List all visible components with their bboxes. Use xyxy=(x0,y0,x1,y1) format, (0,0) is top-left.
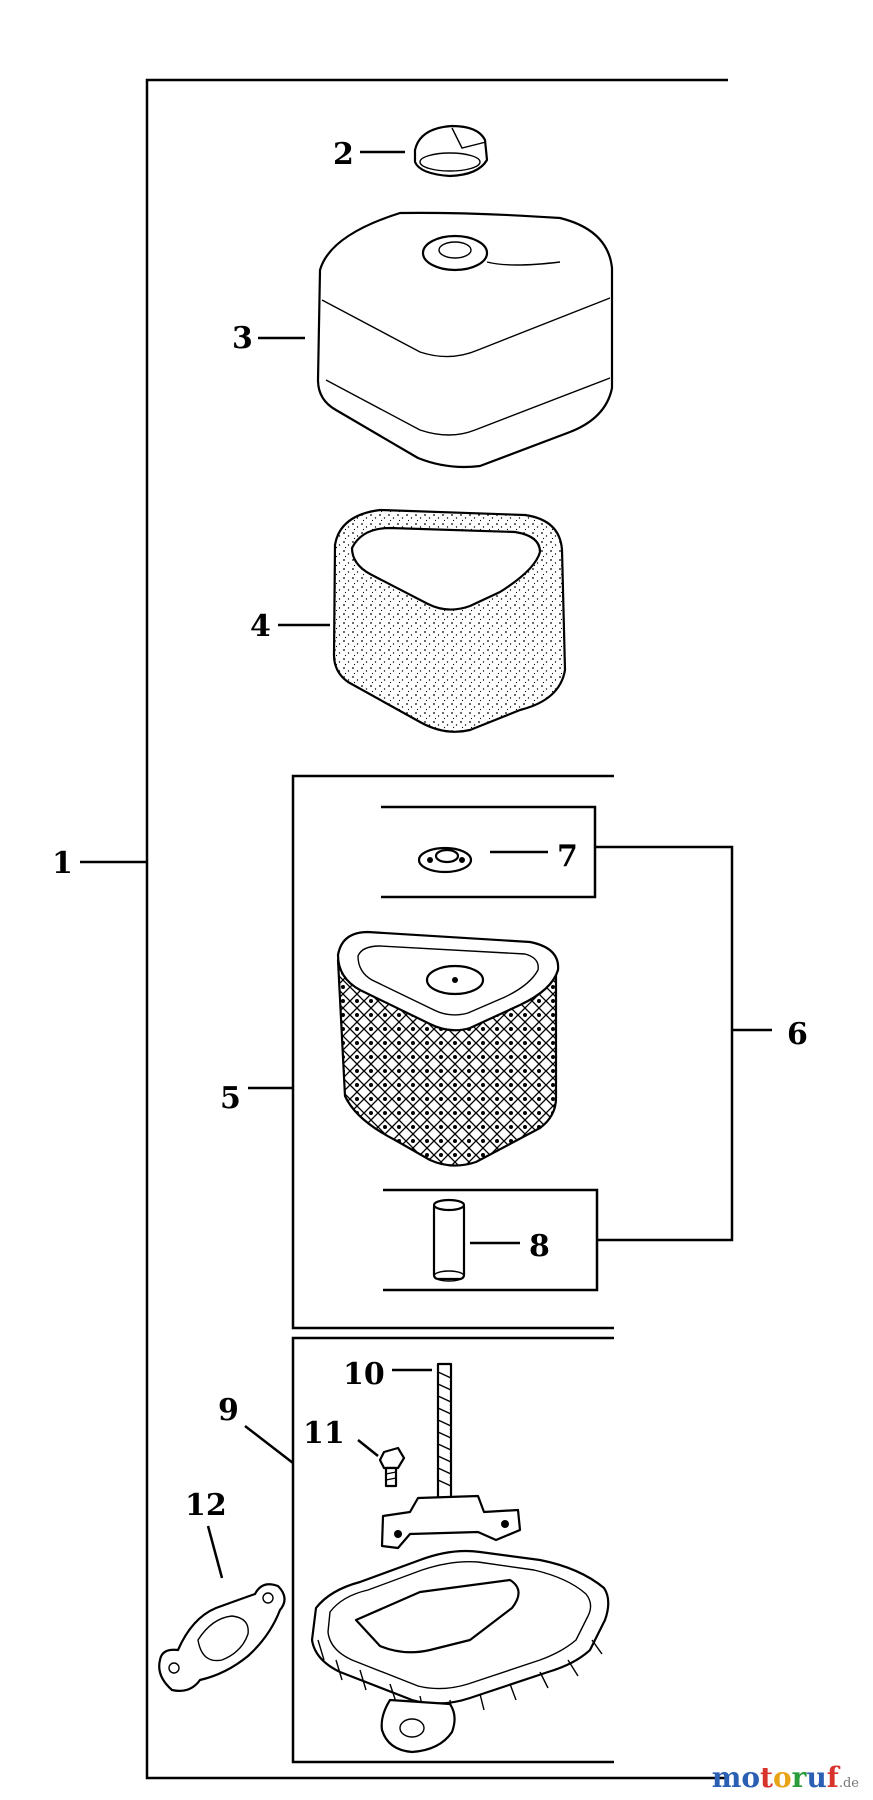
stud-icon xyxy=(380,1362,522,1550)
callout-7: 7 xyxy=(557,839,578,874)
bracket-5 xyxy=(248,774,614,1330)
bracket-9 xyxy=(244,1336,614,1764)
callout-5: 5 xyxy=(220,1081,241,1116)
callout-3: 3 xyxy=(232,321,253,356)
watermark-letter: m xyxy=(711,1761,742,1794)
callout-10: 10 xyxy=(343,1357,385,1392)
callout-9: 9 xyxy=(218,1393,239,1428)
watermark-letter: o xyxy=(772,1761,792,1794)
callout-4: 4 xyxy=(250,609,271,644)
callout-2: 2 xyxy=(333,137,354,172)
callout-11: 11 xyxy=(303,1416,345,1451)
air-cleaner-base-icon xyxy=(310,1549,610,1754)
watermark-letter: f xyxy=(826,1761,839,1794)
wing-nut-icon xyxy=(417,846,473,874)
watermark-text: motoruf xyxy=(712,1761,839,1794)
callout-12: 12 xyxy=(185,1488,227,1523)
spacer-sleeve-icon xyxy=(432,1198,466,1282)
watermark-letter: t xyxy=(760,1761,773,1794)
foam-precleaner-icon xyxy=(332,508,567,733)
knob-icon xyxy=(413,124,489,178)
screw-icon xyxy=(378,1446,406,1488)
gasket-icon xyxy=(158,1583,286,1692)
box-7 xyxy=(381,805,597,899)
callout-6: 6 xyxy=(787,1017,808,1052)
watermark-letter: o xyxy=(741,1761,761,1794)
callout-1: 1 xyxy=(52,846,73,881)
air-cleaner-cover-icon xyxy=(316,211,614,469)
box-8 xyxy=(383,1188,599,1292)
watermark-suffix: .de xyxy=(838,1776,859,1791)
watermark-letter: r xyxy=(791,1761,807,1794)
callout-8: 8 xyxy=(529,1229,550,1264)
watermark-letter: u xyxy=(806,1761,827,1794)
paper-filter-kit-icon xyxy=(336,930,560,1167)
bracket-icon xyxy=(595,845,772,1242)
bracket-1 xyxy=(80,78,728,1780)
watermark-logo: motoruf.de xyxy=(712,1761,859,1794)
